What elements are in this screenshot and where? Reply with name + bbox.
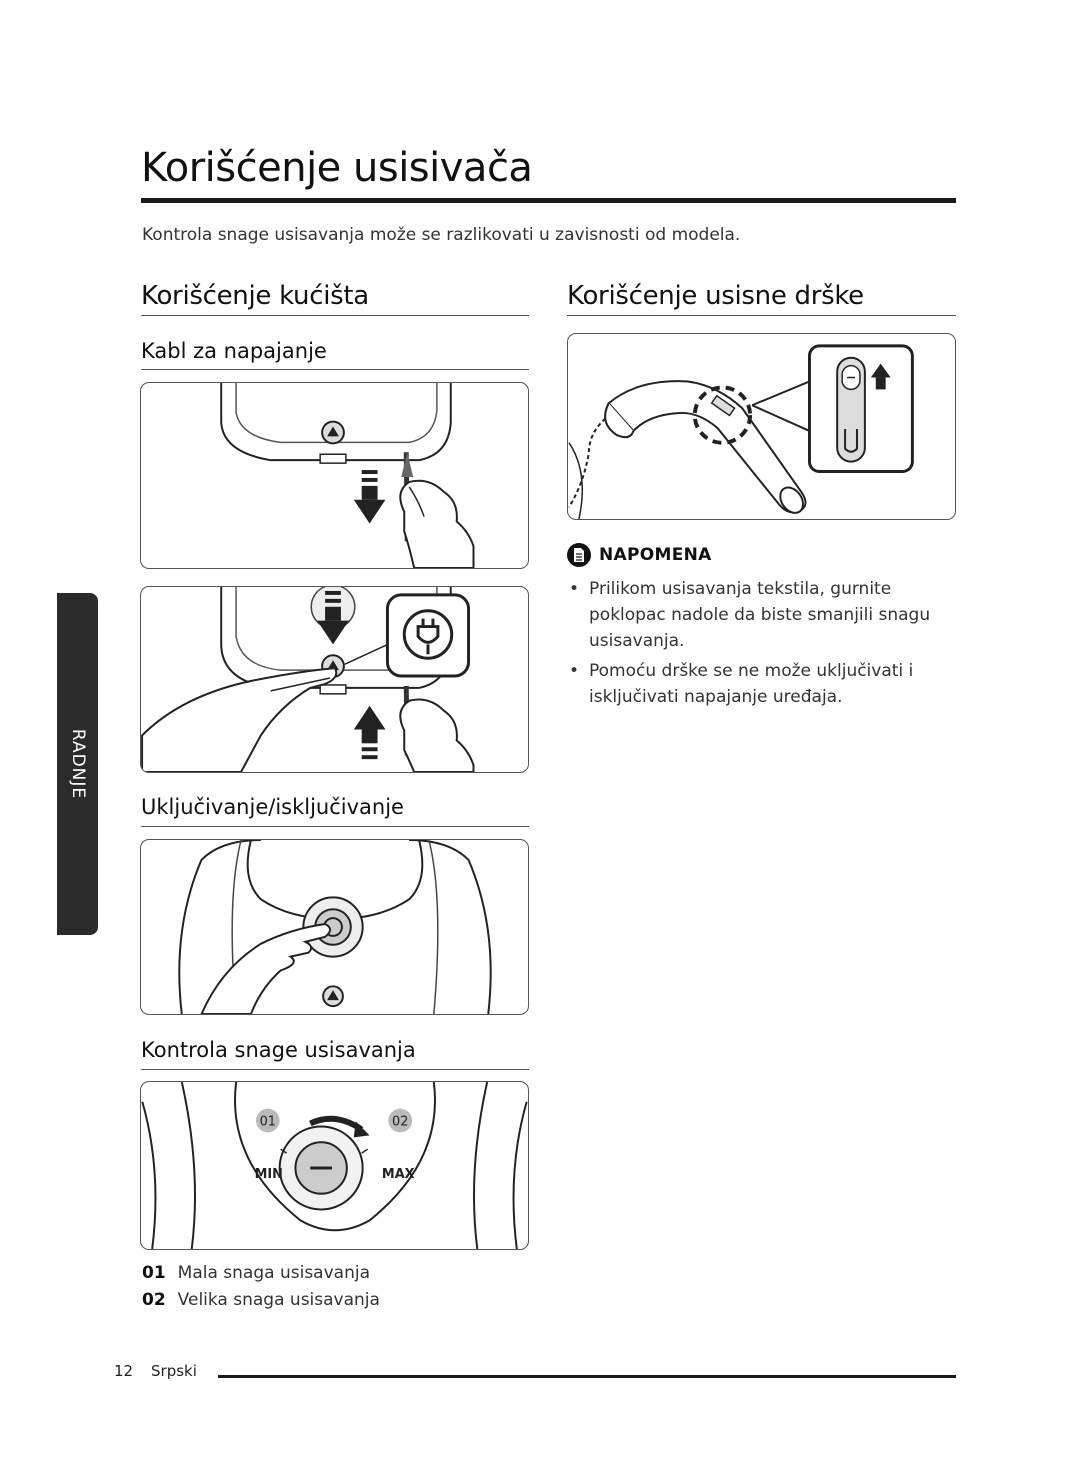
arrow-up-icon xyxy=(870,363,891,390)
intro-text: Kontrola snage usisavanja može se razlik… xyxy=(142,225,741,245)
subheading-power-cable: Kabl za napajanje xyxy=(141,339,327,363)
illustration-suction-dial: 01 02 MIN MAX xyxy=(140,1081,529,1250)
subheading-divider xyxy=(141,369,529,370)
title-divider xyxy=(141,198,956,203)
section-heading-handle: Korišćenje usisne drške xyxy=(567,281,864,311)
page-number: 12 xyxy=(114,1362,134,1380)
legend-item-02: 02 Velika snaga usisavanja xyxy=(142,1289,380,1311)
arrow-down-icon xyxy=(353,470,386,524)
legend-text: Velika snaga usisavanja xyxy=(177,1290,380,1310)
cable-rewind-drawing xyxy=(141,587,475,772)
side-tab-label: RADNJE xyxy=(67,728,88,800)
section-heading-body: Korišćenje kućišta xyxy=(141,281,369,311)
dial-min-label: MIN xyxy=(255,1167,283,1182)
dial-label-01: 01 xyxy=(260,1114,276,1129)
section-divider xyxy=(567,315,956,316)
footer-divider xyxy=(218,1375,956,1378)
subheading-divider xyxy=(141,826,529,827)
dial-max-label: MAX xyxy=(382,1167,415,1182)
document-note-icon xyxy=(567,543,591,567)
illustration-cable-pull xyxy=(140,382,529,569)
illustration-handle xyxy=(567,333,956,520)
legend-number: 02 xyxy=(142,1290,166,1310)
illustration-power-button xyxy=(140,839,529,1015)
cable-pull-drawing xyxy=(220,383,475,568)
suction-dial-drawing: 01 02 MIN MAX xyxy=(141,1082,528,1249)
note-label: NAPOMENA xyxy=(599,545,712,565)
plug-icon xyxy=(402,609,454,660)
section-side-tab: RADNJE xyxy=(57,593,98,935)
note-item: Pomoću drške se ne može uključivati i is… xyxy=(567,658,957,710)
footer-language: Srpski xyxy=(151,1362,197,1380)
subheading-divider xyxy=(141,1069,529,1070)
illustration-cable-rewind xyxy=(140,586,529,773)
section-divider xyxy=(141,315,529,316)
page-title: Korišćenje usisivača xyxy=(141,145,533,191)
subheading-on-off: Uključivanje/isključivanje xyxy=(141,795,404,819)
legend-number: 01 xyxy=(142,1263,166,1283)
note-header: NAPOMENA xyxy=(567,543,712,567)
power-button-drawing xyxy=(178,840,492,1014)
note-item: Prilikom usisavanja tekstila, gurnite po… xyxy=(567,576,957,654)
subheading-suction-control: Kontrola snage usisavanja xyxy=(141,1038,416,1062)
dial-label-02: 02 xyxy=(392,1114,408,1129)
handle-drawing xyxy=(568,344,914,519)
legend-item-01: 01 Mala snaga usisavanja xyxy=(142,1262,370,1284)
arrow-up-icon xyxy=(353,705,386,760)
legend-text: Mala snaga usisavanja xyxy=(177,1263,370,1283)
note-list: Prilikom usisavanja tekstila, gurnite po… xyxy=(567,576,957,714)
